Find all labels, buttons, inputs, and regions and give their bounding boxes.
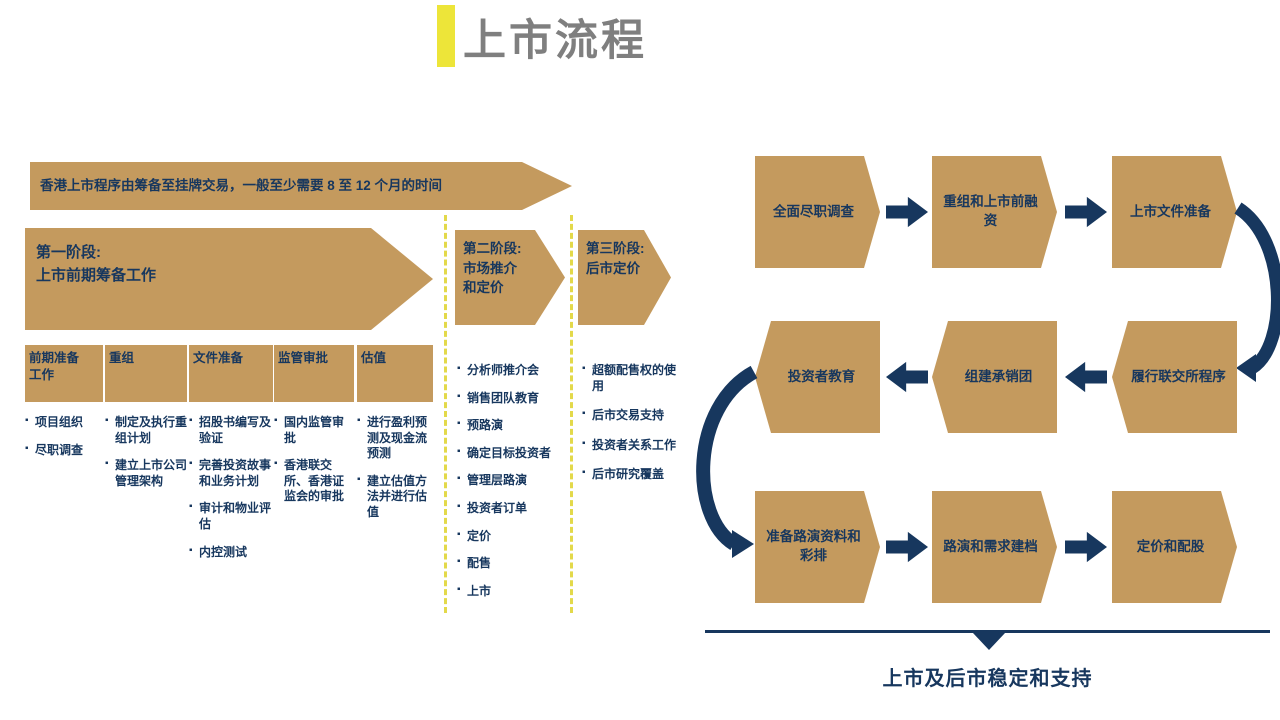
footer-divider-line xyxy=(705,630,1270,633)
bullet-item: 分析师推介会 xyxy=(457,362,565,379)
bullet-item: 完善投资故事和业务计划 xyxy=(189,457,273,489)
bullet-item: 内控测试 xyxy=(189,544,273,561)
flow-box-hkex-procedures: 履行联交所程序 xyxy=(1112,321,1237,433)
flow-arrow-right-icon xyxy=(886,531,928,563)
duration-banner-arrow: 香港上市程序由筹备至挂牌交易，一般至少需要 8 至 12 个月的时间 xyxy=(30,162,572,210)
bullet-item: 上市 xyxy=(457,583,565,600)
flow-box-label: 组建承销团 xyxy=(964,368,1033,384)
column-bullet-list: 进行盈利预测及现金流预测 建立估值方法并进行估值 xyxy=(357,414,433,521)
bullet-item: 投资者关系工作 xyxy=(582,437,676,454)
bullet-item: 国内监管审批 xyxy=(274,414,354,446)
down-triangle-icon xyxy=(973,633,1005,650)
column-header: 监管审批 xyxy=(274,345,354,402)
column-bullet-list: 制定及执行重组计划 建立上市公司管理架构 xyxy=(105,414,187,489)
flow-box-label: 定价和配股 xyxy=(1136,538,1205,554)
phase3-bullet-list: 超额配售权的使用 后市交易支持 投资者关系工作 后市研究覆盖 xyxy=(582,362,676,497)
bullet-item: 超额配售权的使用 xyxy=(582,362,676,394)
phase1-column-restructuring: 重组 制定及执行重组计划 建立上市公司管理架构 xyxy=(105,345,187,501)
flow-arrow-right-icon xyxy=(886,196,928,228)
flow-box-investor-education: 投资者教育 xyxy=(755,321,880,433)
page-title: 上市流程 xyxy=(463,17,647,65)
flow-box-restructuring-pre-ipo-financing: 重组和上市前融资 xyxy=(932,156,1057,268)
flow-box-label: 路演和需求建档 xyxy=(943,538,1038,554)
bullet-item: 项目组织 xyxy=(25,414,103,431)
column-bullet-list: 项目组织 尽职调查 xyxy=(25,414,103,459)
phase1-column-documents: 文件准备 招股书编写及验证 完善投资故事和业务计划 审计和物业评估 内控测试 xyxy=(189,345,273,572)
phase-separator-line xyxy=(444,215,447,613)
bullet-item: 投资者订单 xyxy=(457,500,565,517)
flow-arrow-left-icon xyxy=(1065,361,1107,393)
bullet-item: 建立估值方法并进行估值 xyxy=(357,473,433,521)
phase1-arrow: 第一阶段: 上市前期筹备工作 xyxy=(25,228,433,330)
bullet-item: 后市研究覆盖 xyxy=(582,466,676,483)
bullet-item: 尽职调查 xyxy=(25,442,103,459)
bullet-item: 后市交易支持 xyxy=(582,407,676,424)
phase-separator-line xyxy=(570,215,573,613)
bullet-item: 审计和物业评估 xyxy=(189,500,273,532)
flow-box-label: 履行联交所程序 xyxy=(1131,368,1226,384)
bullet-item: 预路演 xyxy=(457,417,565,434)
phase3-arrow: 第三阶段: 后市定价 xyxy=(578,230,671,325)
bullet-item: 香港联交所、香港证监会的审批 xyxy=(274,457,354,505)
bullet-item: 定价 xyxy=(457,528,565,545)
duration-banner-text: 香港上市程序由筹备至挂牌交易，一般至少需要 8 至 12 个月的时间 xyxy=(40,177,443,193)
phase1-column-preparation: 前期准备 工作 项目组织 尽职调查 xyxy=(25,345,103,470)
curve-arrow-down-right-icon xyxy=(696,365,758,558)
title-accent-bar xyxy=(437,5,455,67)
bullet-item: 配售 xyxy=(457,555,565,572)
curve-arrow-down-left-icon xyxy=(1234,202,1280,382)
flow-box-label: 上市文件准备 xyxy=(1130,203,1211,219)
bullet-item: 销售团队教育 xyxy=(457,390,565,407)
flow-box-syndicate-formation: 组建承销团 xyxy=(932,321,1057,433)
flow-box-label: 投资者教育 xyxy=(787,368,856,384)
flow-box-label: 准备路演资料和彩排 xyxy=(766,529,861,563)
flow-arrow-right-icon xyxy=(1065,196,1107,228)
phase1-column-valuation: 估值 进行盈利预测及现金流预测 建立估值方法并进行估值 xyxy=(357,345,433,533)
phase1-column-regulatory: 监管审批 国内监管审批 香港联交所、香港证监会的审批 xyxy=(274,345,354,517)
bullet-item: 建立上市公司管理架构 xyxy=(105,457,187,489)
footer-label: 上市及后市稳定和支持 xyxy=(882,668,1093,690)
column-header: 重组 xyxy=(105,345,187,402)
flow-box-roadshow-bookbuilding: 路演和需求建档 xyxy=(932,491,1057,603)
column-header: 估值 xyxy=(357,345,433,402)
flow-box-label: 全面尽职调查 xyxy=(773,203,854,219)
flow-box-label: 重组和上市前融资 xyxy=(943,194,1038,228)
flow-box-full-due-diligence: 全面尽职调查 xyxy=(755,156,880,268)
bullet-item: 招股书编写及验证 xyxy=(189,414,273,446)
column-header: 前期准备 工作 xyxy=(25,345,103,402)
flow-arrow-left-icon xyxy=(886,361,928,393)
bullet-item: 确定目标投资者 xyxy=(457,445,565,462)
phase2-bullet-list: 分析师推介会 销售团队教育 预路演 确定目标投资者 管理层路演 投资者订单 定价… xyxy=(457,362,565,611)
bullet-item: 进行盈利预测及现金流预测 xyxy=(357,414,433,462)
column-header: 文件准备 xyxy=(189,345,273,402)
phase2-arrow: 第二阶段: 市场推介 和定价 xyxy=(455,230,565,325)
flow-box-roadshow-materials-rehearsal: 准备路演资料和彩排 xyxy=(755,491,880,603)
bullet-item: 管理层路演 xyxy=(457,472,565,489)
flow-box-pricing-allocation: 定价和配股 xyxy=(1112,491,1237,603)
column-bullet-list: 招股书编写及验证 完善投资故事和业务计划 审计和物业评估 内控测试 xyxy=(189,414,273,561)
bullet-item: 制定及执行重组计划 xyxy=(105,414,187,446)
column-bullet-list: 国内监管审批 香港联交所、香港证监会的审批 xyxy=(274,414,354,505)
flow-arrow-right-icon xyxy=(1065,531,1107,563)
flow-box-listing-document-preparation: 上市文件准备 xyxy=(1112,156,1237,268)
